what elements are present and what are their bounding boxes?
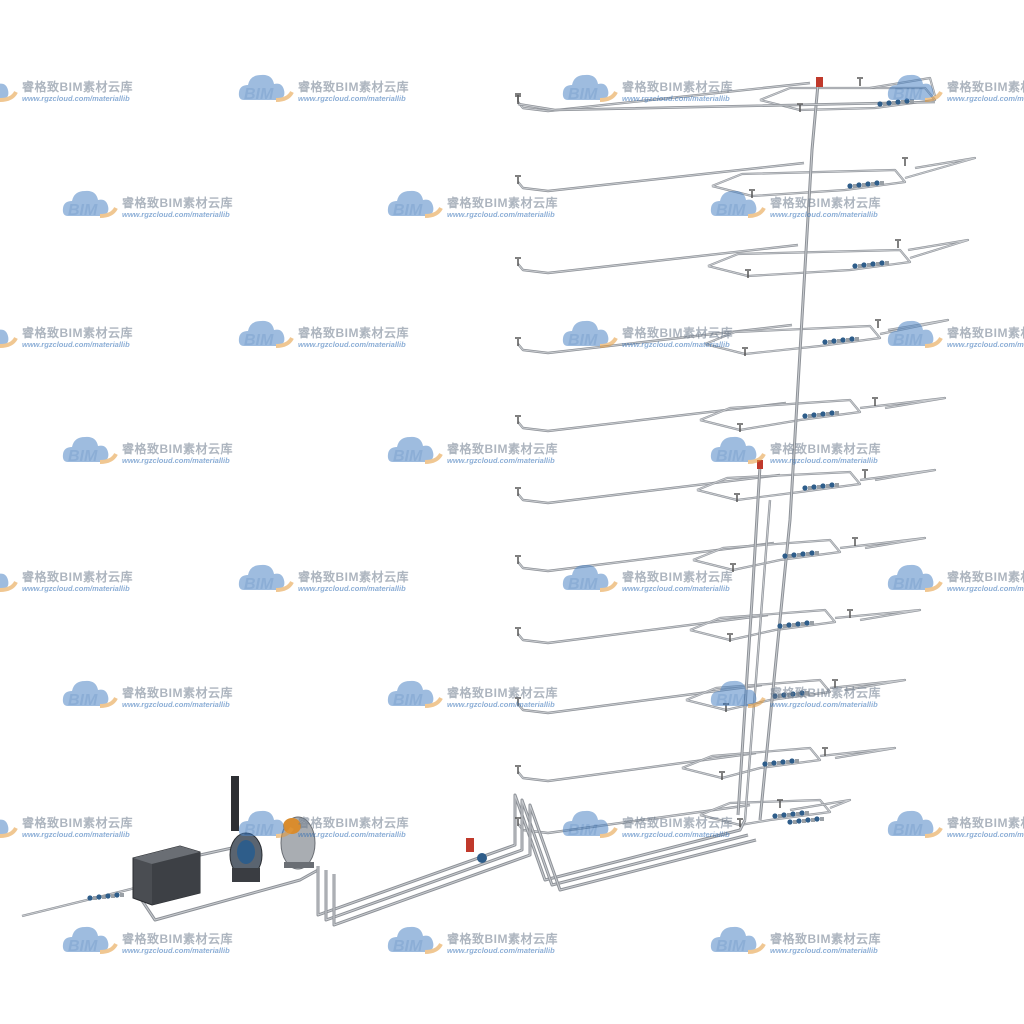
floor-2-sprinkler-left — [515, 175, 521, 184]
supply-line-2-highlight — [325, 799, 749, 921]
floor-4-sprinkler-right — [875, 319, 881, 328]
riser-main-highlight — [759, 83, 819, 821]
floor-6-right-branch-highlight — [859, 469, 936, 481]
floor-5-sprinkler-mid — [737, 423, 743, 432]
floor-10-sprinkler-right — [822, 747, 828, 756]
floor-5-valve-cluster — [802, 410, 839, 419]
floor-7-right-branch-highlight — [839, 537, 926, 549]
floor-5-main-branch-highlight — [517, 402, 787, 432]
floor-6-main-branch-highlight — [517, 474, 781, 504]
tank-pump-link-highlight — [199, 847, 233, 856]
floor-8-right-branch-highlight — [834, 609, 921, 621]
inlet-valve-cluster — [87, 892, 124, 901]
floor-11-valve-cluster — [772, 810, 809, 819]
floor-2-valve-cluster — [847, 180, 884, 189]
floor-11-sprinkler-right — [777, 799, 783, 808]
floor-1-sprinkler-right — [857, 77, 863, 86]
riser-third-highlight — [744, 499, 771, 821]
floor-3-sprinkler-right — [895, 239, 901, 248]
supply-line-3-highlight — [333, 804, 757, 926]
floor-8-main-branch-highlight — [517, 614, 769, 644]
floor-8-sprinkler-mid — [727, 633, 733, 642]
floor-6-sprinkler-mid — [734, 493, 740, 502]
floor-4-sprinkler-mid — [742, 347, 748, 356]
floor-4-right-branch-highlight — [879, 319, 949, 335]
floor-5-right-branch-highlight — [859, 397, 946, 409]
floor-10-right-branch-highlight — [819, 747, 896, 759]
floor-8-valve-cluster — [777, 620, 814, 629]
floor-2-main-branch-highlight — [517, 162, 805, 192]
floor-1-loop-highlight — [759, 87, 936, 111]
tank-to-pump-pipe-highlight — [134, 869, 319, 921]
valve-red-roof — [816, 77, 823, 87]
floor-4-valve-cluster — [822, 336, 859, 345]
floor-1-valve-cluster — [877, 98, 914, 107]
floor-4-main-branch — [517, 323, 793, 355]
floor-5-sprinkler-right — [872, 397, 878, 406]
floor-7-sprinkler-left — [515, 555, 521, 564]
floor-11-loop-highlight — [699, 799, 831, 826]
floor-9-sprinkler-left — [515, 697, 521, 706]
inlet-pipe-highlight — [21, 887, 136, 917]
floor-7-sprinkler-right — [852, 537, 858, 546]
floor-6-sprinkler-left — [515, 487, 521, 496]
floor-2-right-branch-highlight — [904, 157, 976, 179]
floor-3-valve-cluster — [852, 260, 889, 269]
supply-line-1-highlight — [317, 794, 746, 916]
floor-11-right-branch-highlight — [789, 799, 851, 811]
floor-6-sprinkler-right — [862, 469, 868, 478]
floor-7-main-branch-highlight — [517, 542, 775, 572]
floor-5-sprinkler-left — [515, 415, 521, 424]
floor-10-sprinkler-left — [515, 765, 521, 774]
floor-7-sprinkler-mid — [730, 563, 736, 572]
riser-secondary-highlight — [737, 465, 761, 816]
valve-red-mid — [757, 460, 763, 469]
floor-11-sprinkler-left — [515, 817, 521, 826]
floor-3-sprinkler-mid — [745, 269, 751, 278]
floor-8-sprinkler-right — [847, 609, 853, 618]
floor-6-valve-cluster — [802, 482, 839, 491]
water-tank — [132, 845, 201, 906]
floor-10-valve-cluster — [762, 758, 799, 767]
floor-4-sprinkler-left — [515, 337, 521, 346]
floor-2-sprinkler-right — [902, 157, 908, 166]
floor-11-sprinkler-mid — [737, 818, 743, 827]
floor-3-main-branch-highlight — [517, 244, 799, 274]
roof-header-highlight — [517, 101, 936, 111]
floor-10-main-branch-highlight — [517, 752, 757, 782]
floor-9-sprinkler-right — [832, 679, 838, 688]
valve-red-ground — [466, 838, 487, 863]
floor-9-valve-cluster — [772, 690, 809, 699]
floor-3-main-branch — [517, 243, 799, 275]
roof-sprinkler-left — [515, 93, 521, 102]
floor-10-sprinkler-mid — [719, 771, 725, 780]
floor-4-main-branch-highlight — [517, 324, 793, 354]
floor-3-sprinkler-left — [515, 257, 521, 266]
ground-valve-cluster — [787, 816, 824, 825]
floor-9-sprinkler-mid — [723, 703, 729, 712]
floor-1-sprinkler-mid — [797, 103, 803, 112]
floor-3-right-branch-highlight — [907, 239, 969, 259]
pump-unit — [229, 776, 263, 882]
floor-9-main-branch-highlight — [517, 684, 763, 714]
floor-8-sprinkler-left — [515, 627, 521, 636]
floor-9-right-branch-highlight — [829, 679, 906, 691]
pressure-tank — [280, 816, 316, 870]
floor-7-valve-cluster — [782, 550, 819, 559]
